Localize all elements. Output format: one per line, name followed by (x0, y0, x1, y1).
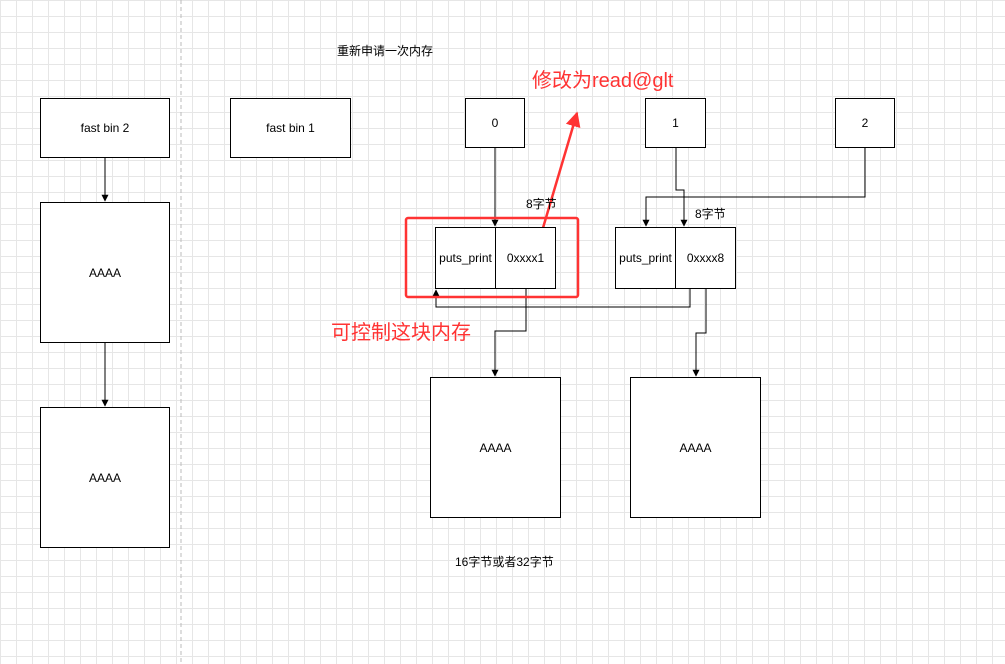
modify-annotation: 修改为read@glt (532, 70, 674, 92)
left-chunk-bottom: AAAA (40, 407, 170, 548)
left-chunk-top: AAAA (40, 202, 170, 343)
puts-print-cell-0: puts_print (435, 227, 496, 289)
index-1-box: 1 (645, 98, 706, 148)
data-chunk-0: AAAA (430, 377, 561, 518)
controllable-annotation: 可控制这块内存 (331, 322, 471, 344)
fast-bin-2-box: fast bin 2 (40, 98, 170, 158)
pointer-cell-0: 0xxxx1 (495, 227, 556, 289)
arrow-ptr0-to-data0 (491, 289, 527, 377)
arrow-ptr1-back-to-chunk0 (432, 289, 691, 308)
index-0-box: 0 (465, 98, 525, 148)
pointer-cell-1: 0xxxx8 (675, 227, 736, 289)
highlight-box (404, 216, 580, 299)
arrow-idx1-to-puts (675, 147, 688, 227)
red-arrow (538, 111, 581, 239)
index-2-box: 2 (835, 98, 895, 148)
diagram-title: 重新申请一次内存 (337, 44, 434, 58)
bytes8-label-left: 8字节 (526, 197, 557, 211)
size-note: 16字节或者32字节 (455, 555, 554, 569)
data-chunk-1: AAAA (630, 377, 761, 518)
bytes8-label-right: 8字节 (695, 207, 726, 221)
puts-print-cell-1: puts_print (615, 227, 676, 289)
arrow-idx2-to-puts (642, 147, 866, 227)
arrow-ptr1-to-data1 (692, 289, 707, 377)
fast-bin-1-box: fast bin 1 (230, 98, 351, 158)
